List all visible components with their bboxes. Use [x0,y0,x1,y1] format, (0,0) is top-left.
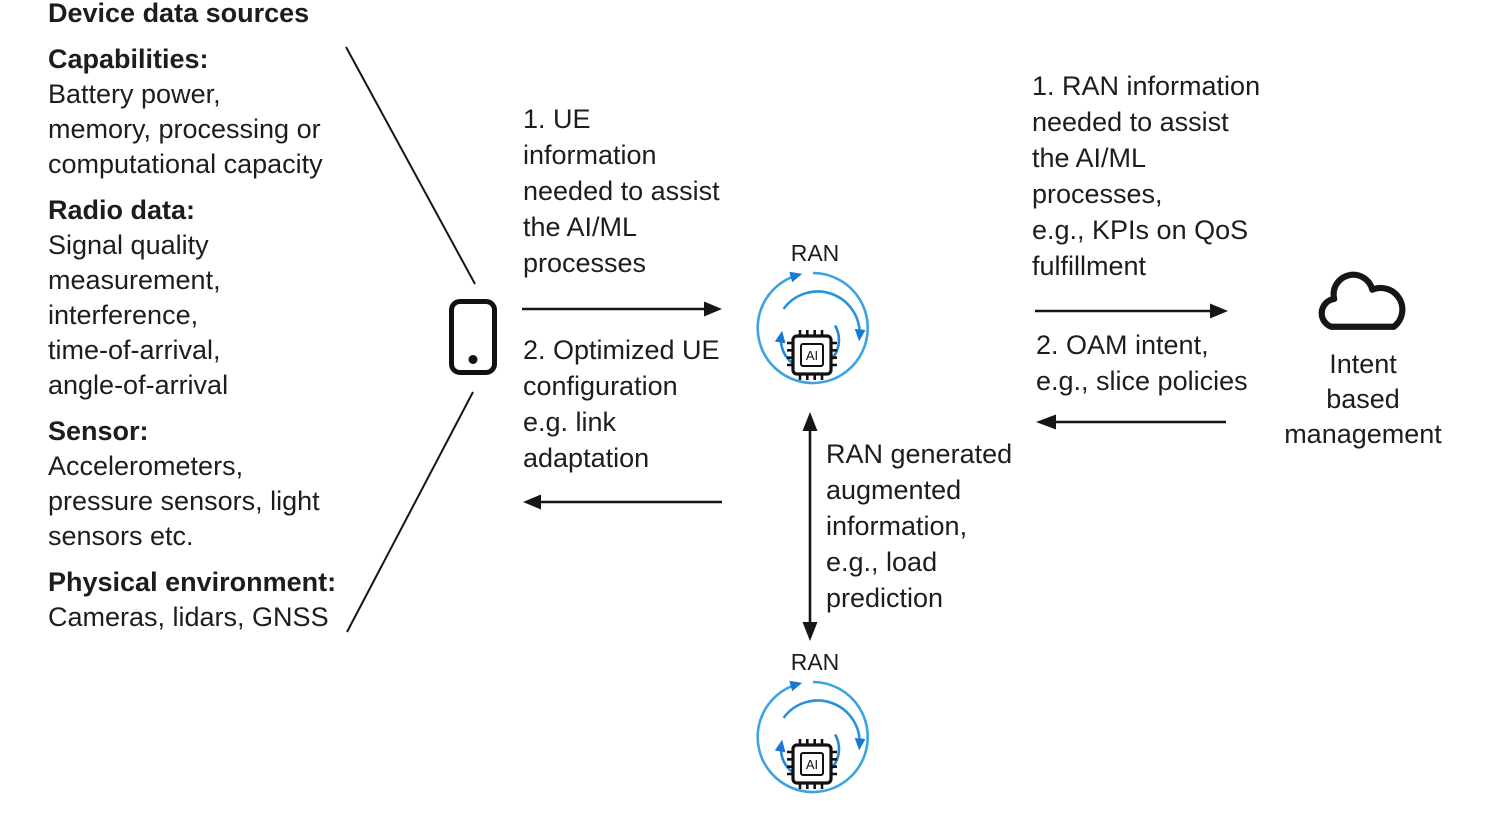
intent-management-node: Intent based management [1277,264,1449,452]
label-oam-intent: 2. OAM intent, e.g., slice policies [1036,330,1248,396]
ai-chip-icon: AI [787,330,837,380]
ran-circular-arrows-icon: AI [756,271,869,385]
arrow-ue-to-ran [522,301,722,317]
ran-label: RAN [790,649,840,675]
connector-line-top [345,46,476,285]
label-ran-generated-info: RAN generated augmented information, e.g… [826,439,1013,613]
section-body: Signal quality measurement, interference… [48,230,229,400]
cloud-icon [1318,271,1406,330]
ran-circular-arrows-icon: AI [756,680,869,794]
section-body: Accelerometers, pressure sensors, light … [48,451,320,551]
section-body: Cameras, lidars, GNSS [48,602,329,632]
label-ran-information: 1. RAN information needed to assist the … [1032,71,1261,281]
connector-line-bottom [346,391,474,633]
section-heading: Capabilities: [48,44,209,74]
section-heading: Physical environment: [48,567,337,597]
ue-device-icon [449,299,497,375]
label-ue-information: 1. UE information needed to assist the A… [523,104,720,278]
ran-node-bottom: RAN AI [753,649,877,805]
ran-node-top: RAN AI [753,240,877,396]
arrow-ran-to-intent [1035,303,1228,319]
arrow-ran-to-ue [523,494,722,510]
section-sensor: Sensor: Accelerometers, pressure sensors… [48,414,398,554]
section-heading: Radio data: [48,195,196,225]
intent-management-label: Intent based management [1284,349,1442,449]
section-physical-environment: Physical environment: Cameras, lidars, G… [48,565,398,635]
label-optimized-ue-config: 2. Optimized UE configuration e.g. link … [523,335,720,473]
panel-title: Device data sources [48,0,310,28]
section-capabilities: Capabilities: Battery power, memory, pro… [48,42,398,182]
section-body: Battery power, memory, processing or com… [48,79,323,179]
arrow-ran-to-ran [802,412,818,641]
ai-chip-icon: AI [787,739,837,789]
phone-home-dot [468,355,478,364]
device-data-sources-panel: Device data sources Capabilities: Batter… [48,0,398,635]
section-radio-data: Radio data: Signal quality measurement, … [48,193,398,403]
ai-chip-label: AI [806,348,818,363]
arrow-intent-to-ran [1036,414,1226,430]
ai-chip-label: AI [806,757,818,772]
section-heading: Sensor: [48,416,149,446]
ran-label: RAN [790,240,840,266]
